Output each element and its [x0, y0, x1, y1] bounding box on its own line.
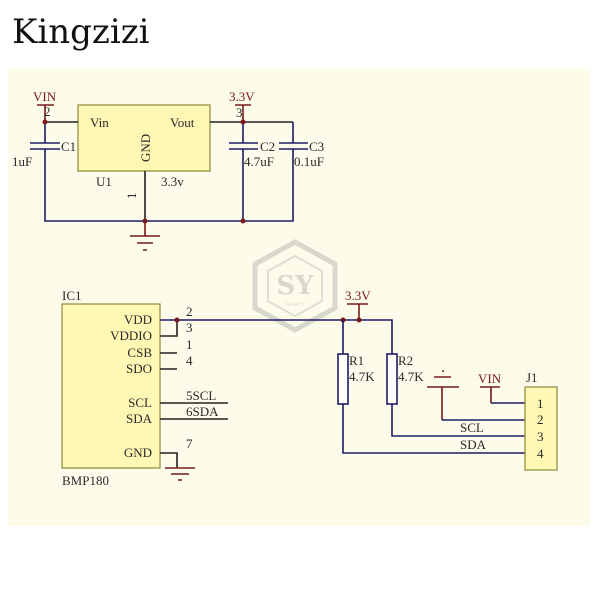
- u1-pin-vin: Vin: [90, 115, 109, 130]
- r2-value: 4.7K: [398, 369, 424, 384]
- c1-value: 1uF: [12, 154, 32, 169]
- ic1-pin-name: SCL: [128, 395, 152, 410]
- j1-pin-number: 1: [537, 396, 544, 411]
- ic1-pin-number: 4: [186, 353, 193, 368]
- ic1-ground-symbol: [165, 467, 195, 481]
- supply-net-label: 3.3V: [345, 288, 371, 303]
- j1-pin-number: 4: [537, 446, 544, 461]
- j1-pin-number: 2: [537, 412, 544, 427]
- ic1-pin-number: 5SCL: [186, 388, 216, 403]
- u1-body: [77, 104, 211, 172]
- ic1-pin-name: SDO: [126, 361, 152, 376]
- page-title: Kingzizi: [12, 12, 150, 52]
- ic1-pin-name: VDD: [124, 312, 152, 327]
- u1-ref: U1: [96, 174, 112, 189]
- j1-pin-number: 3: [537, 429, 544, 444]
- c3-value: 0.1uF: [294, 154, 324, 169]
- capacitor-wires: [44, 122, 294, 222]
- sensor-circuit: IC1 BMP180 VDD VDDIO CSB SDO SCL SDA GND…: [61, 288, 558, 488]
- c2-capacitor: [229, 142, 258, 150]
- vdd-wire: [160, 319, 393, 354]
- r2-resistor: [386, 353, 398, 405]
- ic1-pin-name: GND: [124, 445, 152, 460]
- u1-pin-gnd: GND: [138, 134, 153, 162]
- c2-ref: C2: [260, 139, 275, 154]
- c2-value: 4.7uF: [244, 154, 274, 169]
- scl-net-label: SCL: [460, 420, 484, 435]
- j1-body: [524, 386, 558, 471]
- ic1-pin-number: 1: [186, 337, 193, 352]
- ic1-pin-number: 7: [186, 436, 193, 451]
- ground-symbol: [130, 221, 160, 251]
- j1-ground-symbol: [427, 370, 459, 420]
- ic1-pin-number: 2: [186, 304, 193, 319]
- ic1-pin-lines: [160, 320, 228, 468]
- c1-capacitor: [30, 142, 60, 150]
- ic1-body: [61, 303, 161, 469]
- r2-ref: R2: [398, 353, 413, 368]
- j1-vin-net-label: VIN: [478, 371, 502, 386]
- ic1-pin-name: SDA: [126, 411, 153, 426]
- u1-gnd-pin-number: 1: [124, 193, 139, 200]
- c3-capacitor: [279, 142, 308, 150]
- j1-ref: J1: [526, 370, 538, 385]
- c3-ref: C3: [309, 139, 324, 154]
- vout-net-label: 3.3V: [229, 89, 255, 104]
- ic1-part: BMP180: [62, 473, 109, 488]
- pullup-wires: [342, 320, 525, 454]
- vout-power-symbol: [235, 104, 251, 122]
- watermark-logo: SY Great it: [252, 239, 338, 333]
- vin-net-label: VIN: [33, 89, 57, 104]
- ic1-ref: IC1: [62, 288, 82, 303]
- r1-ref: R1: [349, 353, 364, 368]
- vin-power-symbol: [37, 104, 54, 122]
- ic1-pin-name: VDDIO: [110, 328, 152, 343]
- watermark-monogram: SY: [276, 271, 314, 301]
- sda-net-label: SDA: [460, 437, 487, 452]
- regulator-circuit: Vin Vout GND U1 3.3v 1 VIN 2 3.3V 3 C1 1…: [12, 89, 324, 251]
- u1-value: 3.3v: [161, 174, 184, 189]
- ic1-pin-name: CSB: [127, 345, 152, 360]
- ic1-pin-number: 6SDA: [186, 404, 219, 419]
- u1-vout-pin-number: 3: [236, 105, 243, 120]
- c1-ref: C1: [61, 139, 76, 154]
- watermark-tagline: Great it: [286, 302, 305, 308]
- r1-value: 4.7K: [349, 369, 375, 384]
- j1-vin-power-symbol: [480, 386, 500, 403]
- u1-pin-vout: Vout: [170, 115, 195, 130]
- r1-resistor: [337, 353, 349, 405]
- supply-power-symbol: [347, 303, 368, 320]
- ic1-pin-number: 3: [186, 320, 193, 335]
- u1-vin-pin-number: 2: [44, 104, 51, 119]
